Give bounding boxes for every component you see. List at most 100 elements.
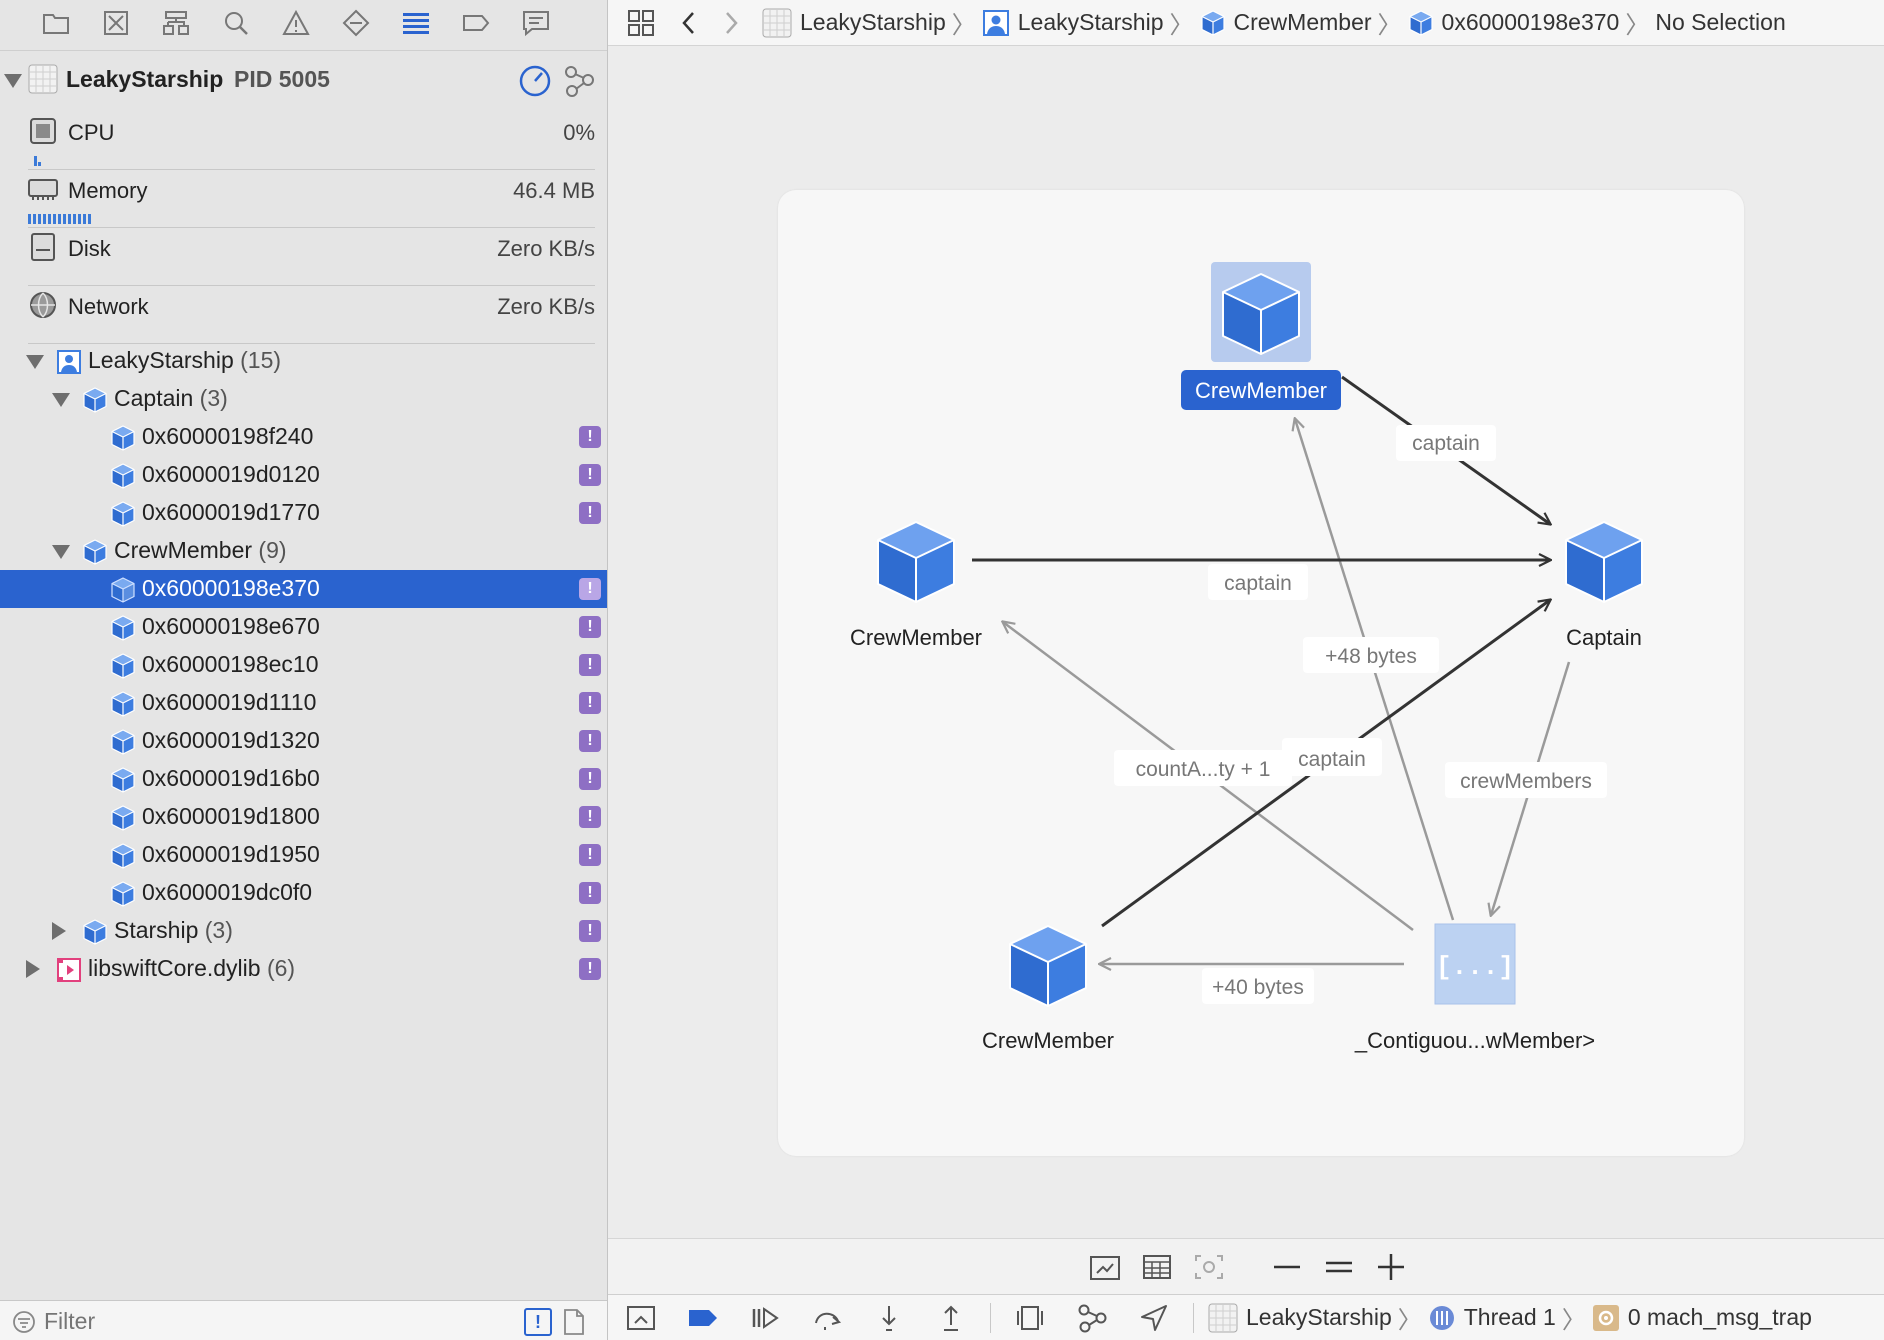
grid-layout-icon[interactable]: [1140, 1251, 1174, 1283]
jumpbar-item-selection[interactable]: No Selection: [1655, 9, 1785, 36]
disclosure-triangle-icon[interactable]: [4, 74, 22, 88]
memory-value: 46.4 MB: [513, 178, 595, 203]
issue-navigator-button[interactable]: [266, 3, 326, 43]
hide-debug-area-button[interactable]: [610, 1296, 672, 1340]
tree-item-instance[interactable]: 0x6000019d1770!: [0, 494, 607, 532]
debug-target-item[interactable]: LeakyStarship: [1208, 1303, 1392, 1333]
step-into-button[interactable]: [858, 1296, 920, 1340]
graph-node[interactable]: CrewMember: [982, 925, 1114, 1053]
disclosure-triangle-icon[interactable]: [52, 922, 66, 940]
cube-icon: [111, 691, 135, 717]
network-gauge[interactable]: Network Zero KB/s: [0, 286, 607, 344]
breakpoint-navigator-button[interactable]: [446, 3, 506, 43]
forward-chevron-icon[interactable]: [720, 8, 742, 38]
network-globe-icon: [30, 292, 56, 318]
memory-graph-icon[interactable]: [562, 64, 596, 98]
show-leaks-filter-button[interactable]: !: [524, 1308, 552, 1336]
debug-navigator: LeakyStarship PID 5005 CPU 0% Memory 46.…: [0, 0, 608, 1340]
tree-item-count: (15): [240, 347, 282, 373]
tree-item-text: 0x6000019d1110: [142, 689, 317, 715]
jumpbar-label: 0x60000198e370: [1441, 9, 1620, 35]
hierarchy-icon: [163, 11, 189, 35]
report-navigator-button[interactable]: [506, 3, 566, 43]
zoom-reset-icon[interactable]: [1322, 1251, 1356, 1283]
tree-item-instance[interactable]: 0x60000198e370!: [0, 570, 607, 608]
editor-area: LeakyStarship 〉 LeakyStarship 〉 CrewMemb…: [608, 0, 1884, 1340]
step-over-button[interactable]: [796, 1296, 858, 1340]
disclosure-triangle-icon[interactable]: [52, 393, 70, 407]
filter-input[interactable]: [44, 1305, 514, 1337]
debug-frame-label: 0 mach_msg_trap: [1627, 1304, 1812, 1330]
jumpbar-item-app[interactable]: LeakyStarship: [762, 8, 946, 38]
memory-gauge[interactable]: Memory 46.4 MB: [0, 170, 607, 228]
process-row[interactable]: LeakyStarship PID 5005: [0, 60, 607, 102]
tree-item-instance[interactable]: 0x6000019d1950!: [0, 836, 607, 874]
tree-item-instance[interactable]: 0x6000019d1110!: [0, 684, 607, 722]
tree-item-label: 0x6000019d1950: [142, 841, 320, 868]
graph-node[interactable]: Captain: [1565, 521, 1643, 650]
tree-item-instance[interactable]: 0x6000019d16b0!: [0, 760, 607, 798]
export-graph-icon[interactable]: [1088, 1251, 1122, 1283]
graph-node-selected[interactable]: CrewMember: [1181, 262, 1341, 410]
test-navigator-button[interactable]: [326, 3, 386, 43]
symbol-navigator-button[interactable]: [146, 3, 206, 43]
find-navigator-button[interactable]: [206, 3, 266, 43]
cube-icon: [111, 843, 135, 869]
zoom-out-icon[interactable]: [1270, 1251, 1304, 1283]
disk-label: Disk: [68, 236, 111, 261]
tree-item-class-starship[interactable]: Starship (3)!: [0, 912, 607, 950]
tree-item-instance[interactable]: 0x6000019d1800!: [0, 798, 607, 836]
jumpbar-label: LeakyStarship: [800, 9, 946, 35]
step-out-button[interactable]: [920, 1296, 982, 1340]
document-filter-icon[interactable]: [562, 1308, 586, 1336]
cpu-label: CPU: [68, 120, 115, 145]
tree-item-module[interactable]: LeakyStarship (15): [0, 342, 607, 380]
leak-warning-icon: !: [579, 920, 601, 942]
disk-gauge[interactable]: Disk Zero KB/s: [0, 228, 607, 286]
continue-button[interactable]: [734, 1296, 796, 1340]
project-navigator-button[interactable]: [26, 3, 86, 43]
disclosure-triangle-icon[interactable]: [52, 545, 70, 559]
tree-item-instance[interactable]: 0x6000019d1320!: [0, 722, 607, 760]
cube-icon: [111, 501, 135, 527]
filter-bar: !: [0, 1300, 607, 1340]
jumpbar-item-class[interactable]: CrewMember: [1200, 9, 1372, 36]
tree-item-instance[interactable]: 0x60000198ec10!: [0, 646, 607, 684]
tree-item-instance[interactable]: 0x60000198f240!: [0, 418, 607, 456]
navigator-divider: [0, 50, 607, 51]
edge-label: crewMembers: [1445, 762, 1607, 798]
jumpbar-item-instance[interactable]: 0x60000198e370: [1408, 9, 1620, 36]
cpu-gauge[interactable]: CPU 0%: [0, 112, 607, 170]
tree-item-class-crewmember[interactable]: CrewMember (9): [0, 532, 607, 570]
tree-item-library[interactable]: libswiftCore.dylib (6)!: [0, 950, 607, 988]
debug-thread-item[interactable]: Thread 1: [1428, 1304, 1556, 1332]
graph-node[interactable]: [...] _Contiguou...wMember>: [1354, 923, 1595, 1053]
jumpbar-item-module[interactable]: LeakyStarship: [982, 9, 1164, 37]
disclosure-triangle-icon[interactable]: [26, 960, 40, 978]
tree-item-class-captain[interactable]: Captain (3): [0, 380, 607, 418]
filter-icon: [13, 1311, 35, 1333]
simulate-location-button[interactable]: [1123, 1296, 1185, 1340]
tree-item-count: (9): [258, 537, 287, 563]
disclosure-triangle-icon[interactable]: [26, 355, 44, 369]
debug-frame-item[interactable]: 0 mach_msg_trap: [1592, 1304, 1812, 1332]
focus-icon[interactable]: [1192, 1251, 1226, 1283]
debug-gauge-icon[interactable]: [518, 64, 552, 98]
source-control-navigator-button[interactable]: [86, 3, 146, 43]
tree-item-instance[interactable]: 0x60000198e670!: [0, 608, 607, 646]
debug-navigator-button[interactable]: [386, 3, 446, 43]
navigator-toolbar: [0, 0, 607, 46]
zoom-in-icon[interactable]: [1374, 1251, 1408, 1283]
breakpoints-toggle-button[interactable]: [672, 1296, 734, 1340]
related-items-icon[interactable]: [626, 8, 656, 38]
back-chevron-icon[interactable]: [678, 8, 700, 38]
memory-graph-button[interactable]: [1061, 1296, 1123, 1340]
view-hierarchy-button[interactable]: [999, 1296, 1061, 1340]
graph-node[interactable]: CrewMember: [850, 521, 982, 650]
cpu-bar: [34, 156, 37, 166]
leak-warning-icon: !: [579, 844, 601, 866]
tree-item-instance[interactable]: 0x6000019dc0f0!: [0, 874, 607, 912]
tree-item-label: 0x6000019d1320: [142, 727, 320, 754]
tree-item-instance[interactable]: 0x6000019d0120!: [0, 456, 607, 494]
cube-icon: [111, 729, 135, 755]
